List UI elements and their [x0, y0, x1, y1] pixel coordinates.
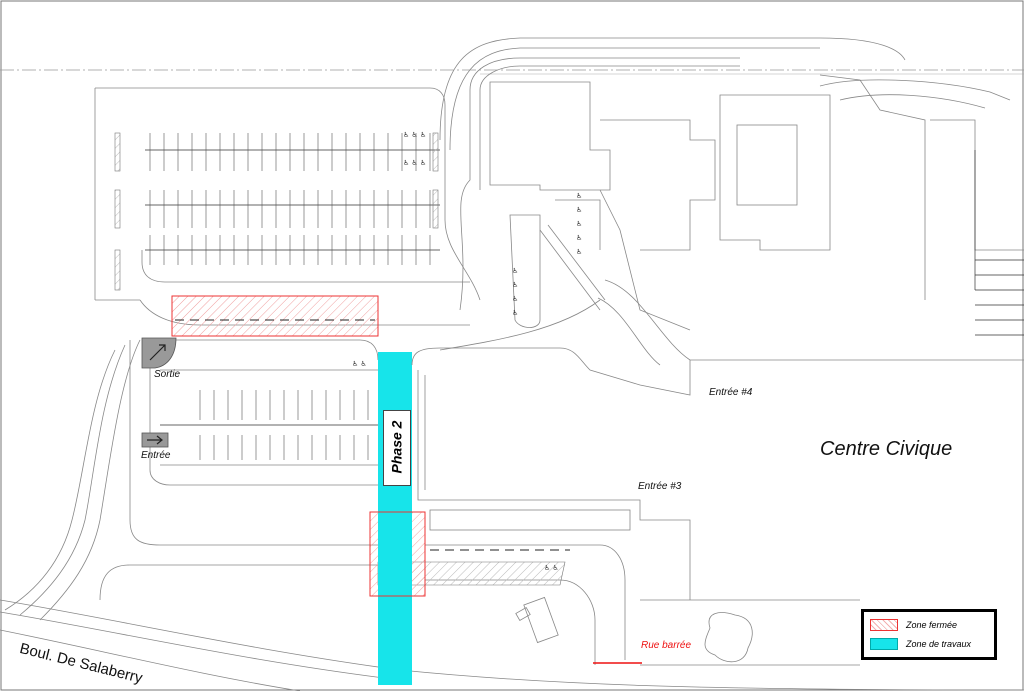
- north-loop-road: [439, 37, 1011, 311]
- svg-text:♿: ♿: [576, 220, 582, 228]
- svg-text:♿ ♿ ♿: ♿ ♿ ♿: [403, 131, 426, 139]
- phase-label-text: Phase 2: [388, 420, 404, 474]
- closed-zone-north: [171, 295, 379, 337]
- entry-label: Entrée: [141, 450, 171, 461]
- north-buildings: [489, 74, 1024, 331]
- legend-item-closed: Zone fermée: [870, 618, 957, 632]
- west-access-road: [4, 339, 141, 621]
- svg-text:♿: ♿: [512, 267, 518, 275]
- centre-curve-road: [439, 279, 691, 366]
- svg-text:♿: ♿: [576, 206, 582, 214]
- entrance-3-label: Entrée #3: [638, 481, 682, 492]
- civic-centre-building: [411, 347, 1024, 600]
- east-parking: [974, 150, 1024, 336]
- svg-text:♿ ♿ ♿: ♿ ♿ ♿: [403, 159, 426, 167]
- svg-text:♿: ♿: [512, 295, 518, 303]
- closed-zone-swatch: [870, 619, 898, 631]
- svg-text:♿: ♿: [512, 309, 518, 317]
- svg-text:♿: ♿: [576, 234, 582, 242]
- legend-label-closed: Zone fermée: [906, 620, 958, 630]
- civic-centre-label: Centre Civique: [820, 438, 953, 460]
- svg-text:♿: ♿: [512, 281, 518, 289]
- arrow-exit-icon: [141, 337, 177, 369]
- parking-ramp: [509, 199, 606, 328]
- planters: [114, 132, 439, 291]
- entrance-4-label: Entrée #4: [709, 387, 753, 398]
- svg-text:♿ ♿: ♿ ♿: [544, 564, 559, 572]
- south-east-plaza: [515, 596, 860, 666]
- svg-text:♿: ♿: [576, 192, 582, 200]
- phase-label: Phase 2: [383, 410, 409, 484]
- works-zone: [378, 352, 412, 685]
- north-parking-lot: [94, 87, 481, 326]
- parking-rows: [145, 149, 440, 251]
- exit-label: Sortie: [154, 369, 181, 380]
- map-legend: Zone fermée Zone de travaux: [861, 609, 997, 660]
- works-zone-swatch: [870, 638, 898, 650]
- road-closed-label: Rue barrée: [641, 640, 692, 651]
- legend-label-works: Zone de travaux: [906, 639, 972, 649]
- parking-stalls: [149, 133, 431, 460]
- phase-label-box: [383, 410, 411, 486]
- boulevard-de-salaberry: [0, 599, 1024, 691]
- legend-item-works: Zone de travaux: [870, 637, 971, 651]
- middle-parking-lot: [129, 339, 379, 546]
- svg-text:♿ ♿: ♿ ♿: [352, 360, 367, 368]
- accessible-parking-icon: ♿ ♿ ♿ ♿ ♿ ♿ ♿ ♿ ♿ ♿ ♿ ♿ ♿ ♿ ♿ ♿ ♿ ♿ ♿: [352, 131, 582, 572]
- svg-text:♿: ♿: [576, 248, 582, 256]
